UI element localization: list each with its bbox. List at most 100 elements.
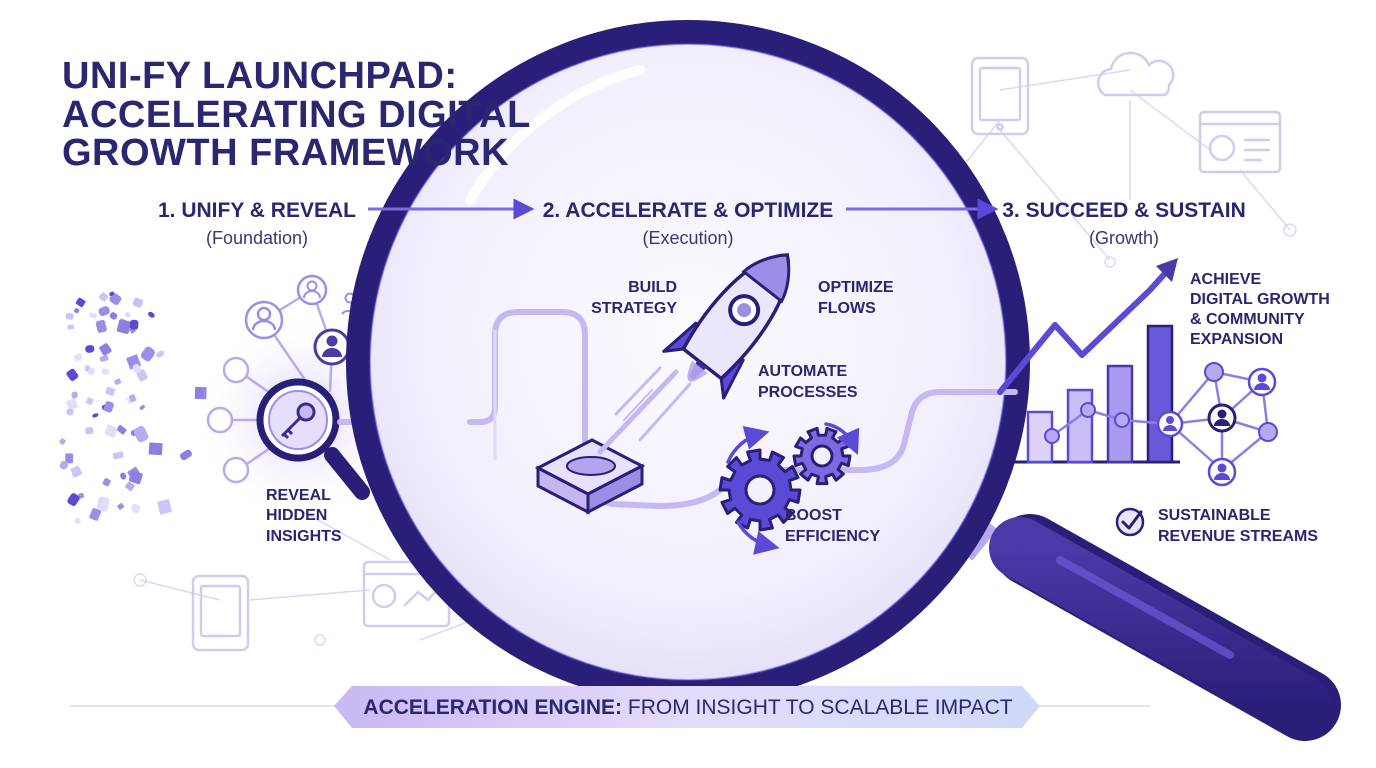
data-fragment: [117, 502, 125, 510]
data-fragment: [65, 312, 74, 320]
data-fragment: [128, 470, 143, 485]
data-fragment: [65, 398, 79, 411]
data-fragment: [87, 367, 95, 376]
svg-text:PROCESSES: PROCESSES: [758, 384, 858, 401]
svg-text:BOOST: BOOST: [785, 507, 842, 524]
tablet-icon: [970, 56, 1030, 136]
data-fragment: [112, 451, 124, 460]
banner-strong: ACCELERATION ENGINE:: [363, 696, 622, 719]
svg-text:DIGITAL GROWTH: DIGITAL GROWTH: [1190, 291, 1330, 308]
svg-text:REVEAL: REVEAL: [266, 487, 331, 504]
data-fragment: [148, 442, 163, 456]
data-fragment: [116, 319, 132, 334]
data-fragment: [109, 312, 118, 320]
data-fragment: [99, 355, 109, 362]
data-fragment: [109, 293, 122, 305]
data-fragment: [75, 297, 86, 308]
dashboard-icon: [1198, 110, 1282, 174]
gear-icon-small: [792, 426, 852, 486]
data-fragment: [120, 472, 127, 480]
data-fragment: [78, 492, 85, 499]
title-line-2: ACCELERATING DIGITAL: [62, 94, 531, 136]
community-network: [1044, 362, 1278, 487]
banner-rest: FROM INSIGHT TO SCALABLE IMPACT: [622, 696, 1013, 719]
svg-text:& COMMUNITY: & COMMUNITY: [1190, 311, 1305, 328]
data-fragments: [59, 291, 207, 524]
step-3-title: 3. SUCCEED & SUSTAIN: [1002, 199, 1245, 222]
data-fragment: [139, 404, 145, 410]
launch-pad-icon: [534, 438, 646, 515]
process-path-inner: [467, 309, 1018, 510]
user-avatar-icon-3: [313, 328, 351, 366]
cycle-arrows: [726, 422, 860, 555]
data-fragment: [85, 397, 94, 405]
svg-text:SUSTAINABLE: SUSTAINABLE: [1158, 507, 1271, 524]
build-strategy-label: BUILD STRATEGY: [591, 279, 677, 317]
svg-text:INSIGHTS: INSIGHTS: [266, 528, 342, 545]
gear-icon-large: [718, 448, 802, 532]
data-fragment: [96, 496, 110, 512]
data-fragment: [74, 308, 80, 314]
data-fragment: [85, 427, 94, 435]
data-fragment: [74, 518, 81, 524]
rocket-trail: [597, 366, 692, 455]
step-3-subtitle: (Growth): [1089, 228, 1159, 248]
data-fragment: [125, 481, 135, 492]
data-fragment: [116, 424, 127, 435]
rocket-icon: [662, 253, 791, 400]
data-fragment: [101, 368, 110, 375]
svg-text:EXPANSION: EXPANSION: [1190, 331, 1283, 348]
svg-text:OPTIMIZE: OPTIMIZE: [818, 279, 894, 296]
data-fragment: [104, 424, 118, 438]
title-line-1: UNI-FY LAUNCHPAD:: [62, 55, 458, 97]
user-avatar-icon-2: [296, 274, 328, 306]
data-fragment: [67, 324, 75, 330]
page-title: UNI-FY LAUNCHPAD: ACCELERATING DIGITAL G…: [62, 55, 531, 174]
background-network: [133, 69, 1297, 646]
data-fragment: [114, 378, 122, 386]
svg-text:HIDDEN: HIDDEN: [266, 507, 327, 524]
step-2-title: 2. ACCELERATE & OPTIMIZE: [543, 199, 834, 222]
data-fragment: [66, 368, 79, 381]
data-fragment: [179, 449, 192, 461]
member-avatar-icon-2: [1247, 367, 1277, 397]
svg-text:BUILD: BUILD: [628, 279, 677, 296]
data-fragment: [66, 408, 74, 416]
data-fragment: [148, 311, 155, 318]
svg-text:STRATEGY: STRATEGY: [591, 300, 677, 317]
data-fragment: [102, 478, 111, 487]
data-fragment: [133, 425, 149, 443]
key-icon: [280, 402, 316, 440]
data-fragment: [103, 401, 114, 413]
data-fragment: [65, 453, 74, 464]
insight-network: [206, 288, 334, 484]
svg-text:ACHIEVE: ACHIEVE: [1190, 271, 1261, 288]
data-fragment: [109, 291, 115, 296]
step-1-title: 1. UNIFY & REVEAL: [158, 199, 356, 222]
data-fragment: [140, 346, 155, 362]
data-fragment: [156, 350, 165, 358]
data-fragment: [89, 312, 98, 319]
data-fragment: [99, 343, 112, 356]
svg-text:EFFICIENCY: EFFICIENCY: [785, 528, 880, 545]
member-avatar-icon-3: [1207, 403, 1237, 433]
member-avatar-icon-4: [1207, 457, 1237, 487]
data-fragment: [85, 345, 95, 353]
data-fragment: [99, 292, 109, 302]
check-circle-icon: [1115, 507, 1145, 537]
data-fragment: [59, 460, 69, 470]
reveal-insights-label: REVEAL HIDDEN INSIGHTS: [266, 487, 342, 545]
tablet-icon-bottom: [191, 574, 250, 652]
data-fragment: [98, 306, 110, 317]
data-fragment: [130, 503, 141, 514]
banner: [334, 686, 1040, 728]
user-avatar-icon: [244, 300, 284, 340]
chart-bar: [1066, 388, 1094, 464]
data-fragment: [95, 319, 107, 333]
data-fragment: [59, 438, 66, 445]
data-fragment: [129, 394, 137, 403]
data-fragment: [67, 493, 80, 506]
data-fragment: [157, 499, 172, 515]
data-fragment: [92, 413, 99, 418]
